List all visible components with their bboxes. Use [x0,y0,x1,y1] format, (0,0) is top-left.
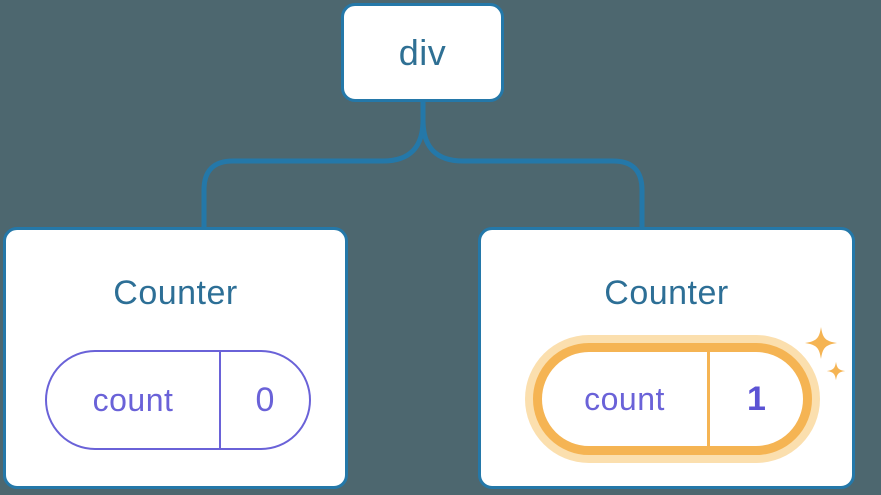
sparkle-small [826,361,846,381]
state-value: 1 [747,379,766,418]
root-node-div: div [341,3,504,102]
counter-title: Counter [604,274,729,312]
state-key-label: count [47,352,221,448]
state-pill-count-1: count 1 [533,343,812,455]
root-node-label: div [398,31,447,73]
state-pill-count-0: count 0 [45,350,311,450]
counter-card-right: Counter count 1 [478,227,855,489]
connector-left-branch [201,98,426,230]
state-value: 0 [255,380,275,419]
counter-title: Counter [113,274,238,312]
counter-card-left: Counter count 0 [3,227,348,489]
connector-right-branch [420,98,645,230]
sparkle-large [805,327,837,359]
state-key-label: count [542,352,710,446]
